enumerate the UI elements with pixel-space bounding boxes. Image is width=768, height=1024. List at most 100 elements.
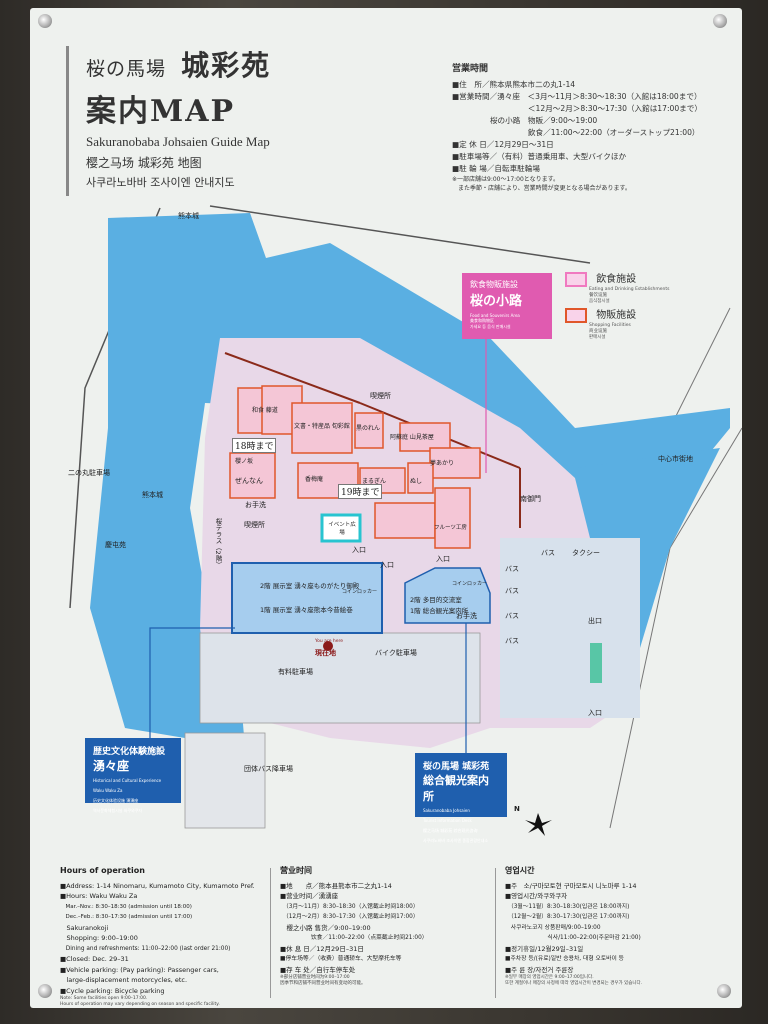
footer-en-line: Dining and refreshments: 11:00–22:00 (la…	[60, 945, 231, 952]
parking-area	[199, 632, 481, 724]
footer-divider	[270, 868, 271, 998]
site-map	[69, 205, 742, 836]
footer-zh-line: （3月〜11月）8:30–18:30（入馆截止时间18:00）	[280, 903, 419, 910]
screw-top-left	[38, 14, 52, 28]
label-toilet-2: お手洗	[456, 612, 477, 620]
hours-jp-line: ■駐 輪 場／自転車駐輪場	[452, 164, 540, 173]
footer-ko-line: （3월〜11월）8:30–18:30(입관은 18:00까지)	[505, 903, 630, 910]
label-shop-marugin: まるぎん	[362, 478, 387, 485]
footer-ko-line: ■정기휴일/12월29일–31일	[505, 944, 584, 953]
footer-ko-line: （12월〜2월）8:30–17:30(입관은 17:00까지)	[505, 914, 630, 920]
wakuwakuza-sub: 历史文化体验设施 湧湧座	[93, 798, 139, 803]
label-kumamoto-castle-left: 熊本城	[142, 491, 163, 499]
shop-block	[407, 462, 434, 494]
footer-en-line: Dec.–Feb.: 8:30–17:30 (admission until 1…	[60, 914, 193, 920]
label-bus-stop-4: バス	[505, 637, 519, 645]
hours-jp: 営業時間 ■住 所／熊本県熊本市二の丸1-14 ■営業時間／湧々座 ＜3月〜11…	[452, 63, 712, 193]
legend-shopping: 物販施設 Shopping Facilities 商业设施 판매시설	[565, 306, 636, 341]
footer-divider	[495, 868, 496, 998]
label-entrance-3: 入口	[436, 555, 450, 563]
legend-shopping-swatch	[565, 307, 587, 323]
footer-en-line: ■Cycle parking: Bicycle parking	[60, 986, 165, 995]
label-entrance-2: 入口	[380, 561, 394, 569]
label-south-gate: 南御門	[520, 495, 541, 503]
wakuwakuza-sign: 歴史文化体験施設 湧々座 Historical and Cultural Exp…	[85, 738, 181, 813]
legend-eating-swatch	[565, 271, 587, 287]
shop-block	[354, 412, 384, 449]
label-you-are-here-en: You are here	[315, 639, 344, 644]
footer-ko-note: 또한 계절이나 매장의 사정에 따라 영업시간이 변경되는 경우가 있습니다.	[505, 981, 643, 986]
info-building	[404, 567, 491, 624]
shop-block	[237, 387, 264, 434]
wakuwaku-building	[231, 562, 383, 634]
label-smoking: 喫煙所	[370, 392, 391, 400]
label-shop-ashigaru: 阿蘇庭 山見茶屋	[390, 434, 434, 441]
footer-en-line: large-displacement motorcycles, etc.	[60, 976, 188, 984]
footer-en-note: Note: Some facilities open 9:00–17:00.	[60, 996, 148, 1001]
wakuwakuza-sub: Historical and Cultural Experience	[93, 778, 162, 783]
hours-jp-note: また季節・店舗により、営業時間が変更となる場合があります。	[452, 185, 631, 192]
road-line	[209, 205, 591, 264]
hours-jp-line: ■定 休 日／12月29日〜31日	[452, 140, 554, 149]
footer-en: Hours of operation ■Address: 1-14 Ninoma…	[60, 866, 270, 1008]
east-paving	[500, 538, 640, 718]
hours-jp-line: 飲食／11:00〜22:00（オーダーストップ21:00）	[452, 128, 700, 137]
label-bike-parking: バイク駐車場	[375, 649, 417, 657]
legend-shopping-sub: 商业设施	[589, 328, 607, 334]
label-shop-kuroi: 黒のれん	[356, 425, 381, 432]
footer-zh: 营业时间 ■地 点／熊本县熊本市二之丸1-14 ■营业时间／湧湧座 （3月〜11…	[280, 866, 492, 987]
subtitle-zh: 樱之马场 城彩苑 地图	[86, 156, 202, 170]
footer-ko-line: ■주 소/구마모토현 구마모토시 니노마루 1-14	[505, 881, 637, 890]
label-taxi: タクシー	[572, 549, 600, 557]
wakuwakuza-title: 歴史文化体験施設	[93, 747, 166, 757]
tourist-info-title: 桜の馬場 城彩苑	[423, 762, 490, 772]
sakura-koji-sub: 가세요 등 음식 판매시설	[470, 324, 511, 329]
label-shop-yume: 夢あかり	[430, 460, 455, 467]
green-strip	[590, 643, 602, 683]
footer-en-line: ■Closed: Dec. 29–31	[60, 955, 129, 963]
hours-jp-line: 桜の小路 物販／9:00〜19:00	[452, 116, 598, 125]
footer-zh-note: 因季节和店铺不同营业时间有变动的可能。	[280, 981, 366, 986]
page-title: 桜の馬場 城彩苑	[86, 49, 272, 82]
label-kumamoto-castle-top: 熊本城	[178, 212, 199, 220]
shop-block	[399, 422, 451, 452]
label-info-floor2: 2階 多目的交流室	[410, 596, 462, 604]
guide-board: 桜の馬場 城彩苑 案内MAP Sakuranobaba Johsaien Gui…	[30, 8, 742, 1008]
castle-wall	[224, 352, 361, 404]
tourist-info-sub: Tourist Information Desk	[423, 818, 472, 823]
legend-eating-sub: 음식점시설	[589, 298, 610, 304]
label-smoking-2: 喫煙所	[244, 521, 265, 529]
label-waku-floor2: 2階 展示室 湧々座ものがたり御殿	[260, 582, 360, 590]
label-toilet-1: お手洗	[245, 501, 266, 509]
legend-shopping-sub: 판매시설	[589, 334, 606, 340]
current-location-marker	[323, 641, 333, 651]
legend-eating-label: 飲食施設	[596, 274, 637, 285]
shop-block	[374, 502, 436, 539]
tourist-info-sub: 사쿠라노바바 조사이엔 종합관광안내소	[423, 838, 489, 843]
label-you-are-here: 現在地	[315, 649, 336, 657]
label-bus-stop-3: バス	[505, 612, 519, 620]
label-shop-wadokoro: 和食 藤道	[252, 407, 278, 414]
title-bar	[66, 46, 69, 196]
label-entrance-1: 入口	[352, 546, 366, 554]
footer-zh-line: ■地 点／熊本县熊本市二之丸1-14	[280, 881, 392, 890]
footer-ko-line: ■주 륜 장/자전거 주륜장	[505, 965, 574, 974]
wakuwakuza-sub: Waku Waku Za	[93, 788, 123, 793]
footer-ko-line: 식사/11:00–22:00(주문마감 21:00)	[505, 935, 641, 941]
label-bus: バス	[541, 549, 555, 557]
label-coin-locker-2: コインロッカー	[452, 581, 488, 587]
label-shop-bunka: 文書・特産品 旬彩館	[294, 423, 350, 430]
sakura-koji-sub: 美食和购物区	[470, 318, 494, 323]
footer-en-line: Mar.–Nov.: 8:30–18:30 (admission until 1…	[60, 903, 192, 910]
legend-eating: 飲食施設 Eating and Drinking Establishments …	[565, 270, 669, 305]
hours-jp-line: ■営業時間／湧々座 ＜3月〜11月＞8:30〜18:30（入館は18:00まで）	[452, 92, 702, 101]
footer-ko: 영업시간 ■주 소/구마모토현 구마모토시 니노마루 1-14 ■영업시간/와쿠…	[505, 866, 735, 987]
label-shop-kouzan: 香梅庵	[305, 476, 324, 483]
footer-zh-heading: 营业时间	[280, 866, 312, 875]
footer-zh-line: ■营业时间／湧湧座	[280, 892, 339, 900]
label-waku-floor1: 1階 展示室 湧々座熊本今昔絵巻	[260, 606, 353, 614]
subtitle-ko: 사쿠라노바바 조사이엔 안내지도	[86, 176, 235, 189]
sakura-koji-sign: 飲食物販施設 桜の小路 Food and Souvenirs Area 美食和购…	[462, 273, 552, 339]
label-group-bus-parking: 団体バス降車場	[244, 765, 293, 773]
sakura-koji-title: 飲食物販施設	[470, 280, 518, 289]
